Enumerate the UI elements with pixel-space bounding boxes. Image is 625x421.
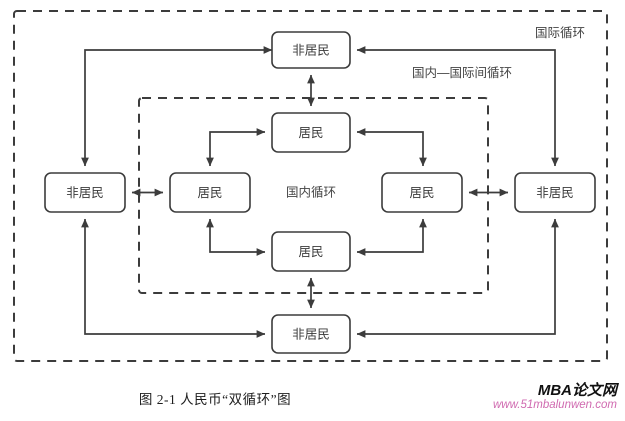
zone-label-domestic: 国内循环 <box>286 186 336 200</box>
node-label: 居民 <box>409 186 434 200</box>
node-box[interactable] <box>169 172 251 213</box>
node-bottom-nonresident[interactable]: 非居民 <box>271 314 351 354</box>
node-label: 居民 <box>298 126 323 140</box>
figure-caption: 图 2-1 人民币“双循环”图 <box>138 392 292 407</box>
connector-lower-resident-right-resident <box>356 218 427 256</box>
node-right-resident[interactable]: 居民 <box>381 172 463 213</box>
watermark-brand: MBA论文网 <box>537 382 617 399</box>
node-box[interactable] <box>271 314 351 354</box>
node-box[interactable] <box>381 172 463 213</box>
node-left-resident[interactable]: 居民 <box>169 172 251 213</box>
node-box[interactable] <box>514 172 596 213</box>
node-right-nonresident[interactable]: 非居民 <box>514 172 596 213</box>
connector-top-nonresident-to-left-nonresident <box>81 46 273 167</box>
node-label: 非居民 <box>292 44 330 58</box>
node-box[interactable] <box>271 112 351 153</box>
watermark: MBA论文网 www.51mbalunwen.com <box>493 383 617 411</box>
node-label: 居民 <box>298 245 323 259</box>
connector-group: top-nonresident (top right horizontal) -… <box>81 46 559 338</box>
connector-left-resident-upper-resident <box>206 128 266 167</box>
node-label: 非居民 <box>536 186 574 200</box>
connector-bottom-nonresident-to-right-nonresident <box>356 218 559 338</box>
node-box[interactable] <box>44 172 126 213</box>
connector-left-resident-lower-resident <box>206 218 266 256</box>
node-label: 非居民 <box>66 186 104 200</box>
connector-upper-resident-right-resident <box>356 128 427 167</box>
node-label: 居民 <box>197 186 222 200</box>
outer-dashed-frame <box>13 10 608 362</box>
node-box[interactable] <box>271 31 351 69</box>
node-box[interactable] <box>271 231 351 272</box>
watermark-url: www.51mbalunwen.com <box>492 398 617 411</box>
connector-right-nonresident-to-top-nonresident <box>356 46 559 167</box>
node-lower-resident[interactable]: 居民 <box>271 231 351 272</box>
node-label: 非居民 <box>292 328 330 342</box>
zone-label-domestic-international: 国内—国际间循环 <box>412 66 512 80</box>
zone-label-international: 国际循环 <box>535 26 585 40</box>
node-upper-resident[interactable]: 居民 <box>271 112 351 153</box>
connector-bottom-nonresident-to-left-nonresident <box>81 218 266 338</box>
node-left-nonresident[interactable]: 非居民 <box>44 172 126 213</box>
node-top-nonresident[interactable]: 非居民 <box>271 31 351 69</box>
